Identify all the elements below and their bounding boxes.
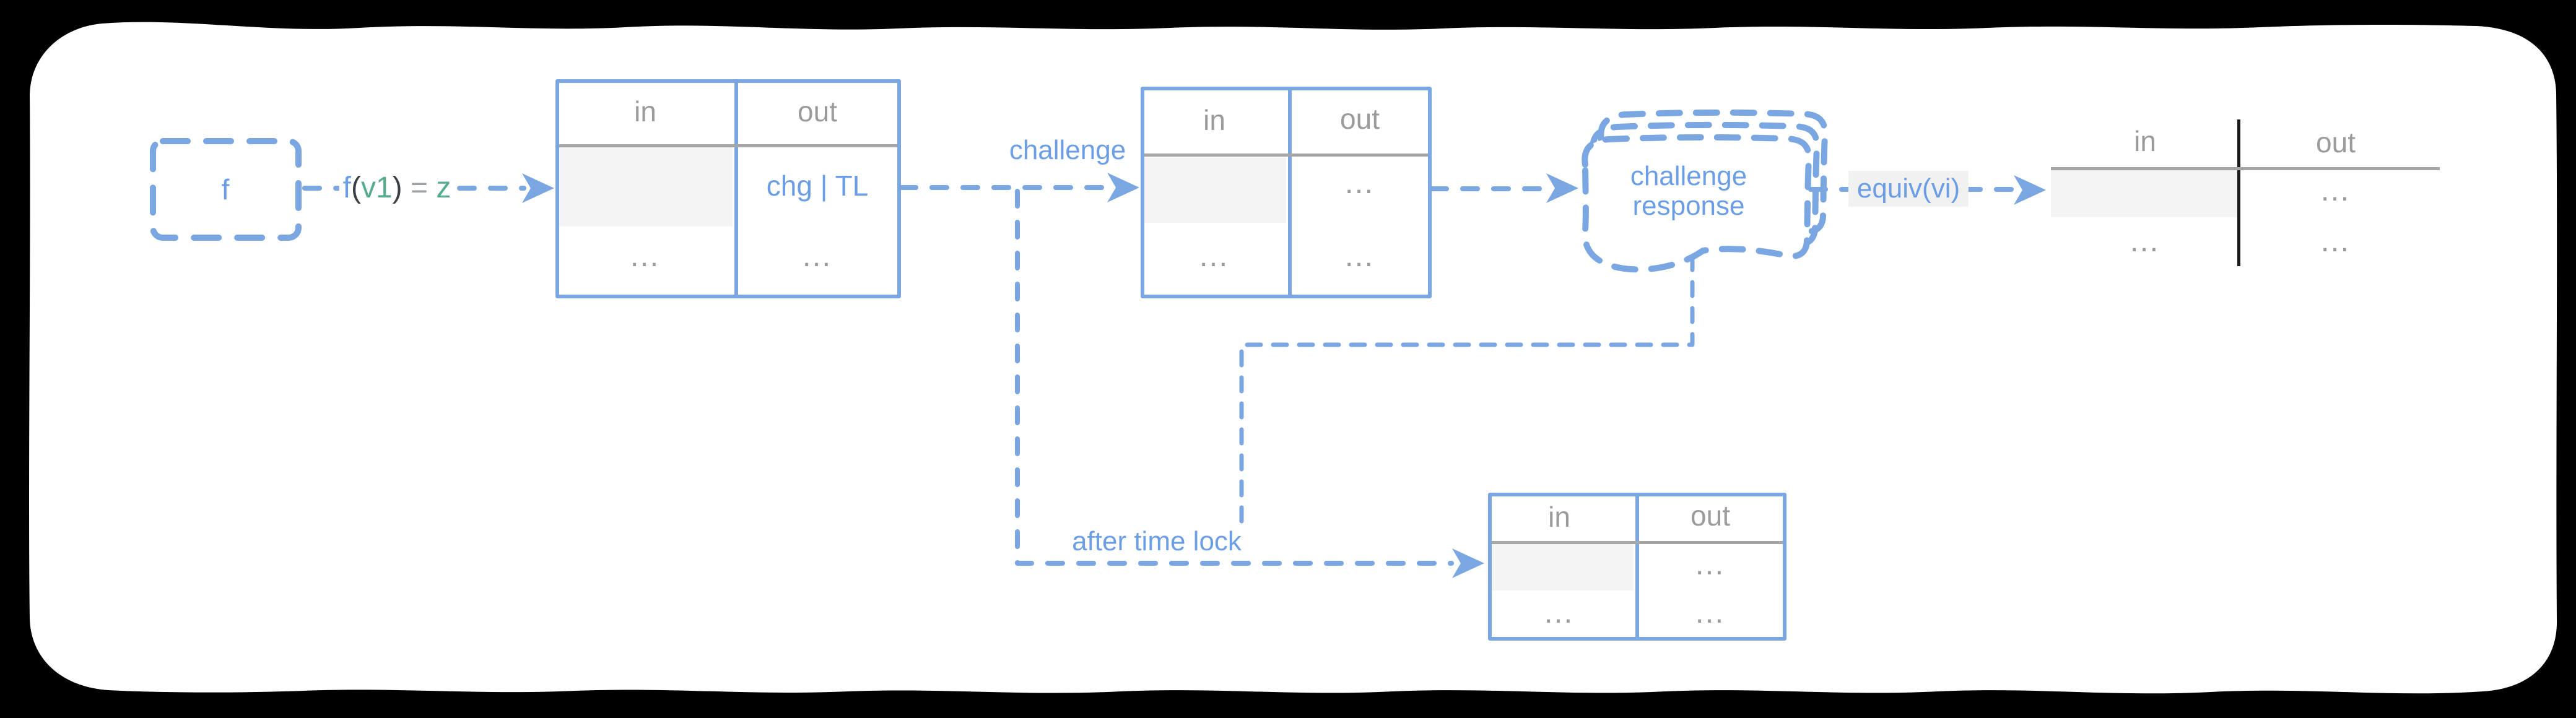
equiv-label: equiv(vi) (1848, 170, 1969, 207)
header-cell-out: out (2316, 126, 2356, 158)
column-divider (1635, 496, 1639, 637)
header-cell-in: in (634, 95, 656, 128)
blob-label: challenge response (1630, 162, 1747, 221)
header-cell-out: out (1340, 102, 1380, 135)
data-cell-dots: … (1543, 594, 1576, 629)
header-separator (559, 144, 897, 147)
response-tx-table: in out … … … (2051, 119, 2440, 266)
shaded-cell (559, 147, 733, 227)
arrowhead-icon (522, 173, 554, 203)
header-cell-in: in (1203, 103, 1225, 136)
connector-after-time-lock (1015, 189, 1454, 566)
data-cell-dots: … (1694, 546, 1727, 581)
header-cell-in: in (2134, 124, 2156, 157)
data-cell-dots: … (1343, 165, 1377, 200)
header-cell-out: out (798, 95, 837, 128)
arrowhead-icon (1107, 173, 1139, 202)
blob-label-line2: response (1632, 191, 1745, 221)
challenge-tx-table: in out … … … (1141, 87, 1432, 298)
column-divider (1288, 90, 1292, 295)
connector-response-path (1239, 254, 1695, 555)
f-box (150, 138, 302, 241)
data-cell-dots: … (1198, 238, 1231, 273)
header-cell-out: out (1690, 499, 1730, 532)
data-cell-dots: … (801, 238, 834, 273)
data-cell-dots: … (2319, 223, 2352, 258)
column-divider (2237, 119, 2240, 266)
arrowhead-icon (1546, 173, 1578, 203)
shaded-cell (2051, 170, 2237, 217)
blob-front (1582, 134, 1812, 273)
equation-f: f (342, 171, 351, 204)
header-cell-in: in (1548, 500, 1570, 533)
timeout-tx-table: in out … … … (1488, 493, 1786, 641)
equation-z: z (436, 171, 451, 204)
equation-lparen: ( (350, 171, 361, 204)
data-cell-chg-tl: chg | TL (766, 169, 869, 202)
header-separator (1144, 154, 1428, 157)
equation-equals: = (402, 171, 437, 204)
blob-label-line1: challenge (1630, 161, 1747, 191)
arrowhead-icon (1452, 548, 1484, 578)
data-cell-dots: … (1694, 594, 1727, 629)
arrowheads (522, 173, 2046, 578)
equation-rparen: ) (392, 171, 402, 204)
f-box-label: f (221, 173, 230, 205)
data-cell-dots: … (1343, 238, 1377, 273)
data-cell-dots: … (2319, 172, 2352, 207)
data-cell-dots: … (629, 238, 662, 273)
funding-tx-table: in out chg | TL … … (555, 79, 901, 298)
after-time-lock-label: after time lock (1066, 526, 1248, 558)
challenge-response-blob (1582, 109, 1829, 273)
shaded-cell (1144, 157, 1286, 223)
equation-label: f(v1) = z (339, 171, 455, 205)
equation-v1: v1 (360, 171, 393, 204)
column-divider (734, 83, 738, 295)
shaded-cell (1492, 544, 1634, 590)
challenge-label: challenge (1009, 134, 1126, 165)
data-cell-dots: … (2128, 223, 2162, 258)
header-separator (2051, 167, 2440, 170)
header-separator (1492, 541, 1783, 544)
arrowhead-icon (2014, 175, 2046, 205)
